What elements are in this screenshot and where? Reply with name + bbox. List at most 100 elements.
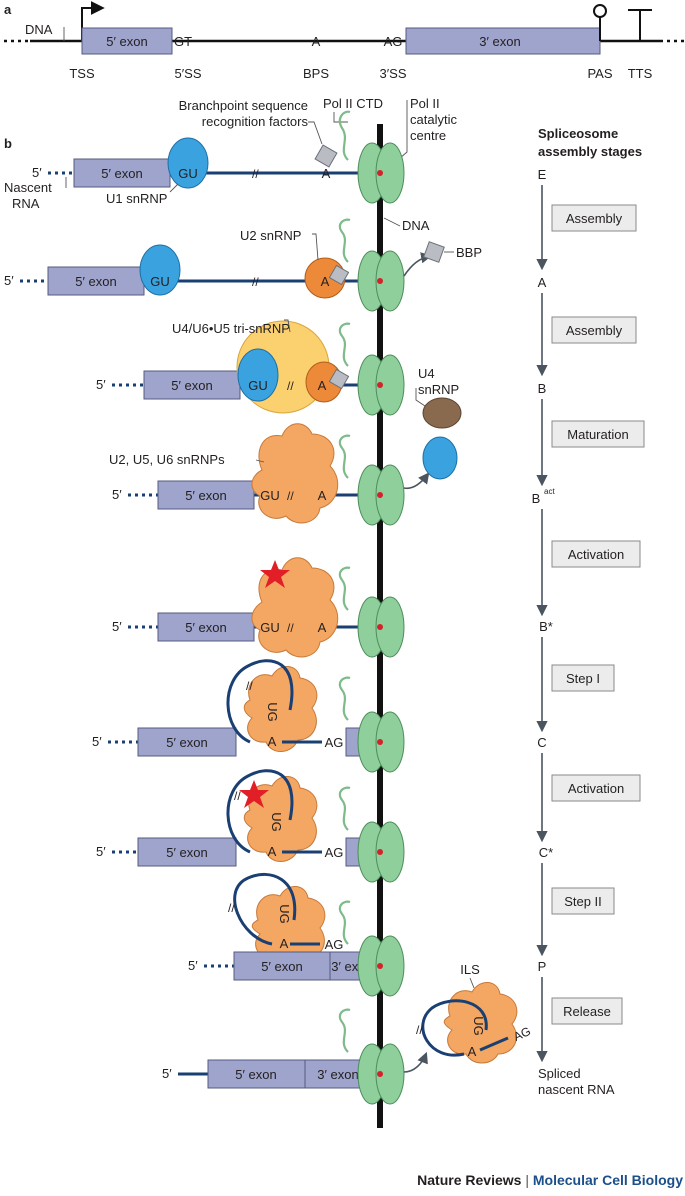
five-prime-label: 5′ bbox=[92, 734, 102, 749]
pol2-right bbox=[375, 821, 405, 883]
tts-label: TTS bbox=[628, 66, 653, 81]
break-mark: // bbox=[287, 489, 294, 503]
step-label: Release bbox=[563, 1004, 611, 1019]
stages-column: Spliceosome assembly stages E Assembly A… bbox=[532, 126, 645, 1097]
step-label: Assembly bbox=[566, 211, 623, 226]
u256-label: U2, U5, U6 snRNPs bbox=[109, 452, 225, 467]
exon-5-box bbox=[137, 837, 237, 867]
lariat-loop bbox=[421, 999, 488, 1057]
stage-final-line1: Spliced bbox=[538, 1066, 581, 1081]
a-label: A bbox=[268, 844, 277, 859]
stages-title-line2: assembly stages bbox=[538, 144, 642, 159]
pol-ctd-tail bbox=[338, 218, 351, 263]
step-box bbox=[551, 540, 641, 568]
gu-label: GU bbox=[248, 378, 268, 393]
gu-label: GU bbox=[260, 488, 280, 503]
ss3-label: 3′SS bbox=[379, 66, 406, 81]
bbp-label: BBP bbox=[456, 245, 482, 260]
a-label: A bbox=[318, 620, 327, 635]
stage-p: P bbox=[538, 959, 547, 974]
pol-ctd-tail bbox=[338, 900, 351, 945]
stage-bstar: B* bbox=[539, 619, 553, 634]
u1-label: U1 snRNP bbox=[106, 191, 167, 206]
step-box bbox=[551, 774, 641, 802]
exon-3-label: 3′ exon bbox=[317, 1067, 358, 1082]
stage-e: E bbox=[538, 167, 547, 182]
break-mark: // bbox=[228, 901, 235, 915]
ag-label: AG bbox=[325, 845, 344, 860]
stage-c: C bbox=[537, 735, 546, 750]
step-label: Step II bbox=[564, 894, 602, 909]
step-box bbox=[551, 316, 637, 344]
pol2-catalytic-dot bbox=[377, 492, 383, 498]
a-label: A bbox=[321, 274, 330, 289]
exon-5-box bbox=[73, 158, 171, 188]
stages-title-line1: Spliceosome bbox=[538, 126, 618, 141]
row-cstar: 5′ 5′ exon // UG A AG bbox=[96, 769, 405, 883]
u1-snrnp-shape bbox=[237, 348, 279, 402]
row-bact: 5′ 5′ exon GU // A U2, U5, U6 snRNPs bbox=[109, 423, 458, 526]
break-mark: // bbox=[416, 1023, 423, 1037]
exon-5-label: 5′ exon bbox=[106, 34, 147, 49]
gt-label: GT bbox=[174, 34, 192, 49]
stage-bact-sup: act bbox=[544, 487, 555, 496]
footer-section: Molecular Cell Biology bbox=[533, 1172, 683, 1188]
pol2-catalytic-dot bbox=[377, 382, 383, 388]
pol-ctd-tail bbox=[338, 566, 351, 611]
exon-5-box bbox=[157, 480, 255, 510]
lariat-loop bbox=[226, 659, 294, 744]
bps-factor-shape bbox=[328, 368, 350, 390]
exon-5-label: 5′ exon bbox=[171, 378, 212, 393]
tri-label: U4/U6•U5 tri-snRNP bbox=[172, 321, 290, 336]
five-prime-label: 5′ bbox=[162, 1066, 172, 1081]
activation-star-icon bbox=[239, 780, 269, 808]
u4-snrnp-shape bbox=[422, 397, 462, 429]
pol2-catalytic-dot bbox=[377, 849, 383, 855]
pol-cc-line3: centre bbox=[410, 128, 446, 143]
nascent-line1: Nascent bbox=[4, 180, 52, 195]
pol-cc-line1: Pol II bbox=[410, 96, 440, 111]
bps-factors-line2: recognition factors bbox=[202, 114, 309, 129]
ug-label: UG bbox=[471, 1016, 486, 1036]
lariat-loop bbox=[226, 769, 294, 854]
pol2-catalytic-dot bbox=[377, 624, 383, 630]
pol-ctd-tail bbox=[338, 1008, 351, 1053]
five-prime-label: 5′ bbox=[112, 619, 122, 634]
step-label: Step I bbox=[566, 671, 600, 686]
stage-final-line2: nascent RNA bbox=[538, 1082, 615, 1097]
row-c: 5′ 5′ exon // UG A AG bbox=[92, 659, 405, 773]
exon-5-label: 5′ exon bbox=[185, 488, 226, 503]
nascent-line2: RNA bbox=[12, 196, 40, 211]
exon-5-box bbox=[47, 266, 145, 296]
panel-b-label: b bbox=[4, 136, 12, 151]
u1-released-shape bbox=[422, 436, 458, 480]
ils-leader bbox=[469, 977, 475, 989]
stage-a: A bbox=[538, 275, 547, 290]
pol2-catalytic-dot bbox=[377, 739, 383, 745]
pol2-right bbox=[375, 935, 405, 997]
exon-5-label: 5′ exon bbox=[235, 1067, 276, 1082]
stage-b: B bbox=[538, 381, 547, 396]
u1-snrnp-shape bbox=[139, 244, 181, 296]
pol2-right bbox=[375, 711, 405, 773]
u1-leader bbox=[169, 183, 179, 193]
ag-label: AG bbox=[325, 735, 344, 750]
tri-leader bbox=[284, 319, 291, 333]
row-bstar: 5′ 5′ exon GU // A bbox=[112, 557, 405, 658]
step-box bbox=[551, 664, 615, 692]
break-mark: // bbox=[252, 167, 259, 181]
u4-line1: U4 bbox=[418, 366, 435, 381]
step-box bbox=[551, 204, 637, 232]
row-b: 5′ 5′ exon GU // A U4/U6•U5 tri-snRNP U4… bbox=[96, 319, 462, 429]
a-label: A bbox=[318, 378, 327, 393]
footer-credit: Nature Reviews | Molecular Cell Biology bbox=[417, 1172, 683, 1188]
step-box bbox=[551, 997, 623, 1025]
pol-cc-line2: catalytic bbox=[410, 112, 457, 127]
a-label: A bbox=[322, 166, 331, 181]
ug-label: UG bbox=[277, 904, 292, 924]
bbp-shape bbox=[423, 241, 445, 263]
footer-journal: Nature Reviews bbox=[417, 1172, 521, 1188]
five-prime-label: 5′ bbox=[4, 273, 14, 288]
exon-5-box bbox=[143, 370, 241, 400]
